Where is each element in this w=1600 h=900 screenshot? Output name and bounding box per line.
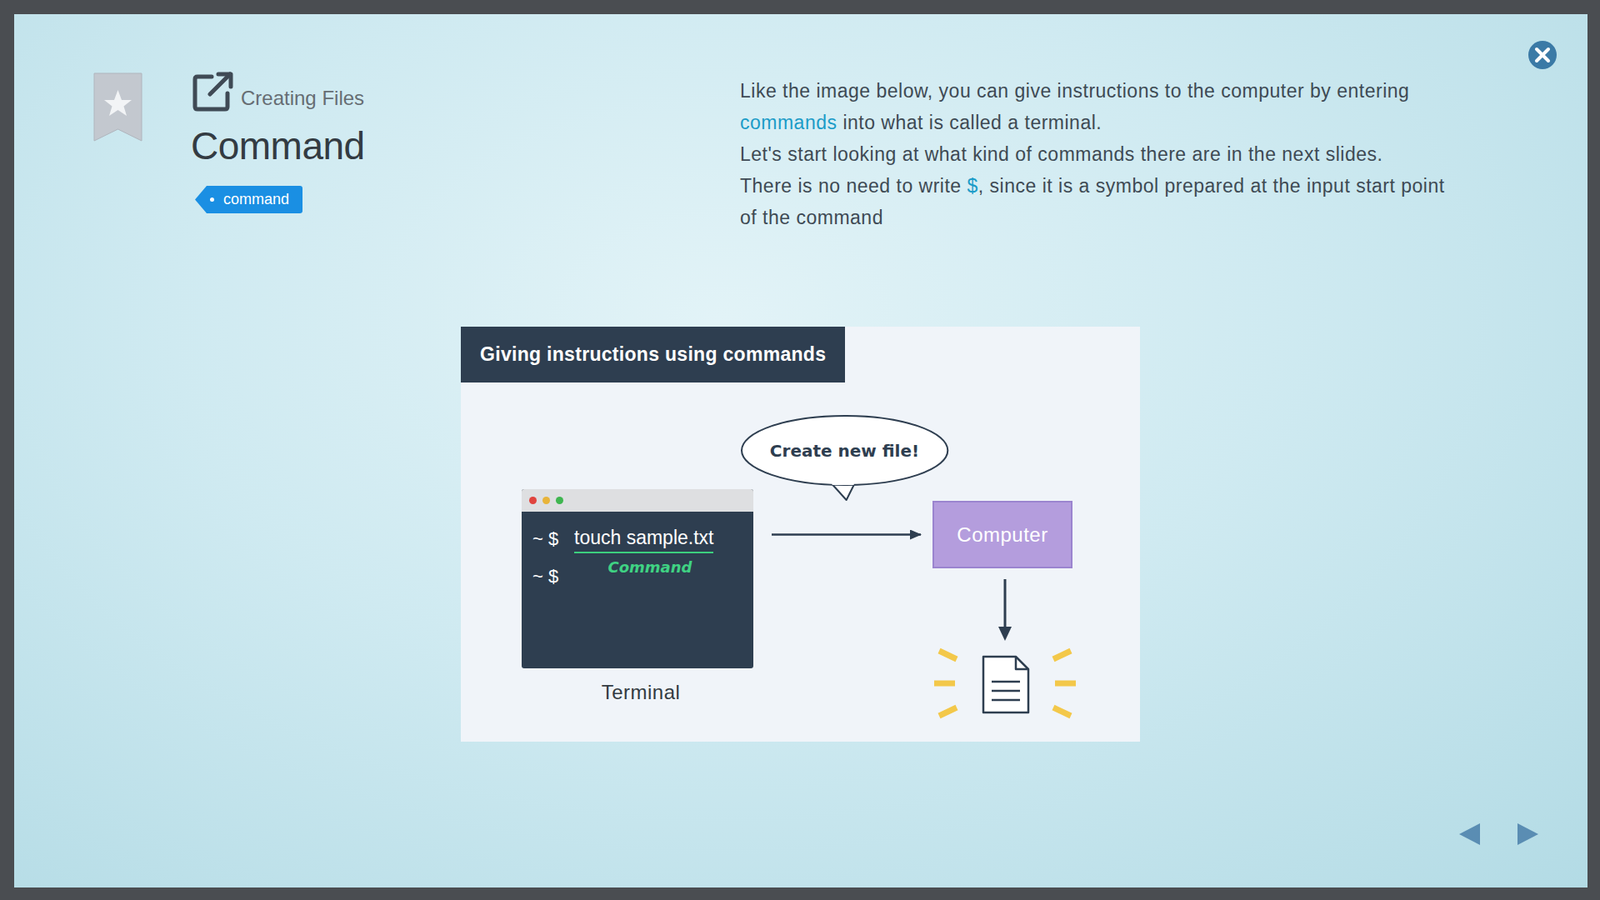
prompt: ~ $ [532, 565, 559, 588]
bubble-text: Create new file! [770, 440, 920, 461]
page-title: Command [190, 123, 365, 169]
nav-arrows [1459, 823, 1539, 845]
bubble-tail [830, 483, 855, 500]
description-text: Let's start looking at what kind of comm… [740, 143, 1383, 165]
bubble-joint [831, 480, 854, 485]
bookmark-icon [94, 73, 142, 141]
tag-text: command [223, 190, 290, 209]
keyword-link: commands [740, 111, 837, 134]
arrow-connector [771, 533, 921, 536]
command-annotation: Command [608, 558, 693, 576]
description-text: Like the image below, you can give instr… [740, 80, 1410, 102]
computer-box: Computer [932, 500, 1073, 569]
description: Like the image below, you can give instr… [740, 75, 1465, 234]
close-button [1528, 40, 1557, 70]
command-text: touch sample.txt [574, 526, 714, 554]
prompt: ~ $ [532, 528, 559, 550]
figure-header-band: Giving instructions using commands [460, 326, 845, 383]
description-line: Like the image below, you can give instr… [740, 75, 1465, 139]
document-icon [983, 656, 1029, 713]
down-arrow [998, 579, 1012, 641]
band-title: Giving instructions using commands [480, 343, 826, 366]
tag-badge: command [195, 185, 303, 214]
keyword-symbol: $ [967, 175, 979, 197]
tag-dot [210, 197, 215, 202]
window-dot [542, 496, 550, 505]
description-text: There is no need to write [740, 175, 962, 197]
description-line: Let's start looking at what kind of comm… [740, 138, 1465, 170]
description-line: There is no need to write $, since it is… [740, 170, 1465, 234]
bubble-ellipse [741, 415, 948, 485]
computer-label: Computer [956, 523, 1048, 547]
external-link-icon [195, 74, 231, 110]
window-dot [555, 496, 564, 505]
description-text: into what is called a terminal. [842, 111, 1102, 134]
terminal-window: ~ $ touch sample.txtCommand ~ $ Terminal [521, 489, 754, 708]
sparkle-rays [934, 650, 1076, 716]
terminal-caption: Terminal [601, 680, 681, 705]
speech-bubble: Create new file! [740, 415, 949, 486]
terminal-titlebar [521, 489, 754, 512]
window-dot [529, 496, 537, 505]
section-label: Creating Files [240, 86, 365, 110]
